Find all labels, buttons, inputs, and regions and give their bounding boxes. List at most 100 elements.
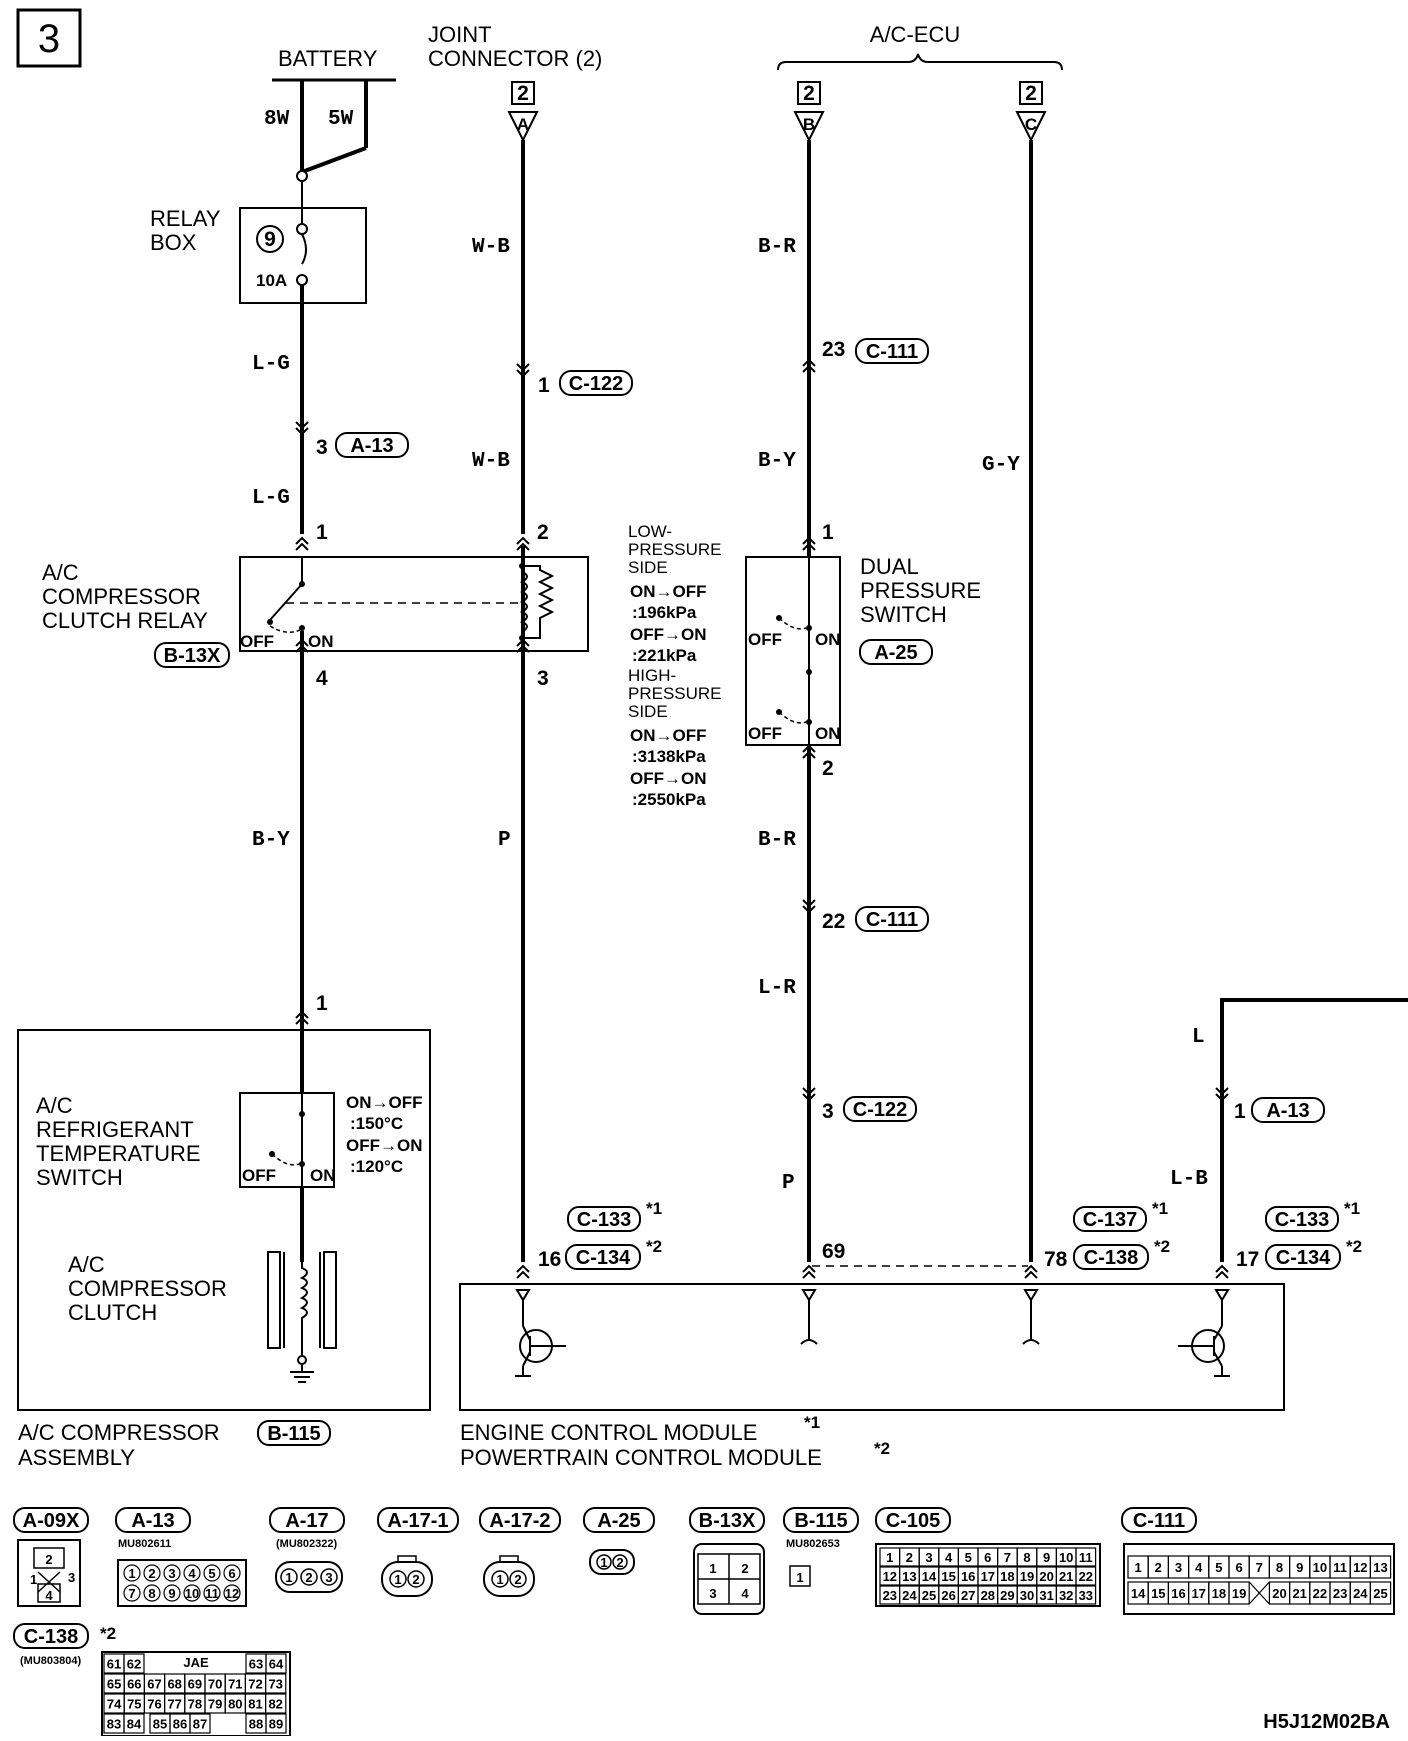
pin-number: 25 [1373,1586,1387,1601]
pin-number: 23 [1333,1586,1347,1601]
pin-number: 66 [127,1677,141,1692]
conn-c134-a: C-134 [576,1247,631,1269]
conn-c111-a: C-111 [866,341,918,363]
ct-a09x-face [17,1539,81,1607]
wire-br-1: B-R [758,236,796,259]
relay-box-label-2: BOX [150,230,197,255]
pin-number: 6 [1235,1560,1242,1575]
clutch-relay-label-1: A/C [42,560,79,585]
pin-cell [163,1584,181,1602]
pin-number: 1 [128,1566,135,1581]
ct-a13-face [117,1559,247,1607]
hp-3: SIDE [628,702,668,721]
conn-c133-a: C-133 [577,1209,631,1231]
dps-label-2: PRESSURE [860,578,981,603]
star2-a: *2 [646,1237,662,1256]
pin-number: 20 [1039,1569,1053,1584]
pin-number: 64 [269,1657,284,1672]
assembly-label-1: A/C COMPRESSOR [18,1420,220,1445]
pin-number: 73 [268,1677,282,1692]
pin-cell [203,1584,221,1602]
pin-c111-22: 22 [822,910,845,933]
pin-number: 24 [902,1588,917,1603]
relay-off-label: OFF [240,632,274,651]
ct-a17: A-17 [285,1510,328,1532]
wire-wb-1: W-B [472,236,510,259]
ecm-star1: *1 [804,1413,820,1432]
ecm-box [459,1283,1285,1411]
pin-number: 19 [1020,1569,1034,1584]
pin-number: 33 [1079,1588,1093,1603]
lp-2: PRESSURE [628,540,722,559]
wire-br-2: B-R [758,829,796,852]
pin-cell [1075,1547,1097,1567]
lp-4: ON→OFF [630,582,707,601]
hp-4: ON→OFF [630,726,707,745]
clutch-label-1: A/C [68,1252,105,1277]
hp-5: :3138kPa [632,747,706,766]
rts-label-2: REFRIGERANT [36,1117,194,1142]
pin-number: 16 [1171,1586,1185,1601]
pin-number: 1 [886,1550,893,1565]
rts-label-1: A/C [36,1093,73,1118]
svg-text:3: 3 [325,1570,332,1585]
pin-number: 62 [127,1657,141,1672]
pin-number: 15 [941,1569,955,1584]
pin-dps-2: 2 [822,757,834,780]
ct-a17-part: (MU802322) [276,1538,337,1550]
pin-number: 16 [961,1569,975,1584]
rts-t1: ON→OFF [346,1093,423,1112]
pin-cell [123,1713,145,1734]
pin-cell [265,1693,287,1714]
pin-number: 83 [107,1717,121,1732]
blank-pin-mark [1248,1581,1270,1605]
wire-8w: 8W [264,108,290,131]
pin-number: 5 [1215,1560,1222,1575]
pin-number: 2 [1155,1560,1162,1575]
pin-number: 80 [228,1697,242,1712]
pin-number: 88 [249,1717,263,1732]
pin-number: 8 [148,1586,155,1601]
joint-terminal-b: 2 B [793,81,825,143]
svg-text:2: 2 [412,1572,419,1587]
ecm-terminal-69 [800,1289,818,1345]
pin-number: 76 [147,1697,161,1712]
pin-number: 3 [168,1566,175,1581]
dps-on-2: ON [815,724,841,743]
pin-number: 32 [1059,1588,1073,1603]
pin-number: 20 [1272,1586,1286,1601]
pin-ecm-17: 17 [1236,1248,1259,1271]
ac-ecu-label: A/C-ECU [870,22,960,47]
pin-cell [1075,1585,1097,1605]
pin-number: 12 [225,1586,239,1601]
svg-text:4: 4 [45,1588,53,1603]
pcm-star2: *2 [874,1439,890,1458]
clutch-relay-box [239,556,589,652]
clutch-label-3: CLUTCH [68,1300,157,1325]
conn-c122-a: C-122 [569,373,623,395]
dps-label-3: SWITCH [860,602,947,627]
svg-text:1: 1 [796,1570,803,1585]
wire-lr: L-R [758,977,796,1000]
pin-number: 17 [981,1569,995,1584]
assembly-label-2: ASSEMBLY [18,1445,135,1470]
pin-number: 24 [1353,1586,1368,1601]
pin-number: 31 [1039,1588,1053,1603]
star1-b: *1 [1152,1199,1168,1218]
wire-wb-2: W-B [472,450,510,473]
pin-number: 5 [208,1566,215,1581]
joint-connector-label-1: JOINT [428,22,492,47]
refrigerant-temp-switch-box [239,1092,335,1188]
ecm-terminal-16 [515,1289,566,1377]
svg-text:1: 1 [30,1572,37,1587]
ct-b115-face [789,1565,811,1587]
fuse-number: 9 [264,228,276,251]
pin-cell [1369,1555,1392,1579]
wire-p-2: P [782,1172,795,1195]
pin-number: 29 [1000,1588,1014,1603]
pin-number: 4 [945,1550,953,1565]
ct-a09x: A-09X [23,1510,80,1532]
pin-c122-3: 3 [822,1100,834,1123]
